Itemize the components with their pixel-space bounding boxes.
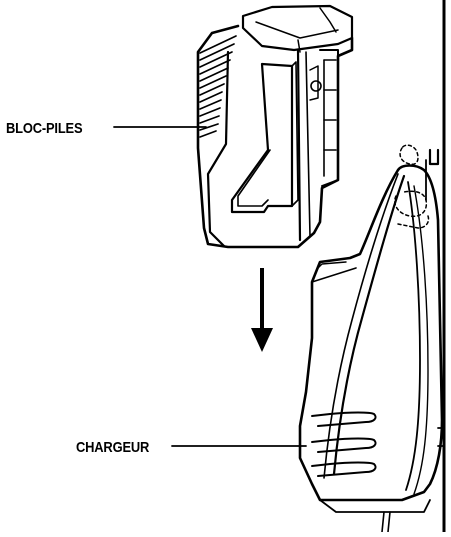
charger-illustration — [298, 144, 445, 533]
battery-pack-label: BLOC-PILES — [6, 120, 83, 137]
charger-label: CHARGEUR — [76, 439, 150, 456]
arrow-down-icon — [251, 268, 273, 352]
battery-pack-illustration — [196, 4, 354, 249]
